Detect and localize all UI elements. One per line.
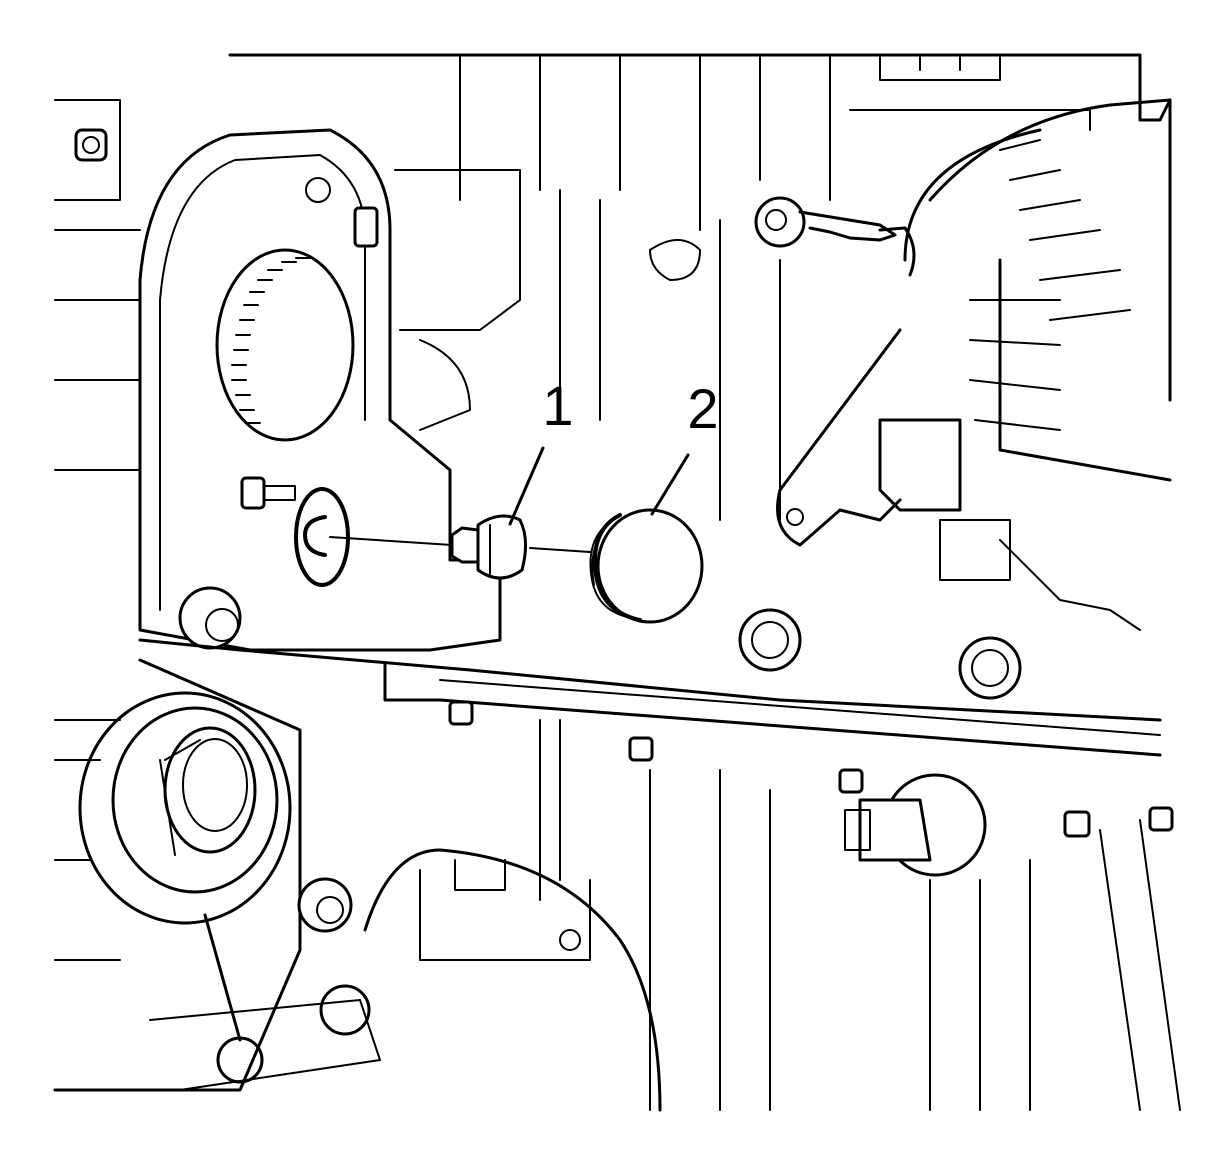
reluctor-wheel xyxy=(215,248,355,442)
assembly-centerline xyxy=(329,536,591,553)
rail-bolts xyxy=(448,700,1174,838)
engine-block xyxy=(53,53,1181,1112)
camshaft-sprocket xyxy=(903,98,1172,482)
callout-1-leader xyxy=(508,446,545,526)
callout-2-label: 2 xyxy=(687,377,718,440)
callout-2-leader xyxy=(650,453,690,516)
callout-1: 1 xyxy=(508,374,574,526)
crankshaft-seal xyxy=(78,691,292,925)
bolt-lower-center xyxy=(297,877,353,933)
plug-part-1 xyxy=(450,514,527,580)
bolt-top-center xyxy=(353,206,379,248)
cap-part-2 xyxy=(589,508,704,624)
bolt-left-stud xyxy=(240,476,296,510)
sensor-upper xyxy=(754,196,916,277)
callout-2: 2 xyxy=(650,377,719,516)
sensor-lower xyxy=(844,773,987,877)
bolt-upper-left xyxy=(74,128,108,162)
cylinder-block-bore xyxy=(294,487,350,587)
flange-bolt-lower-left xyxy=(178,586,242,650)
callout-1-label: 1 xyxy=(542,374,573,437)
